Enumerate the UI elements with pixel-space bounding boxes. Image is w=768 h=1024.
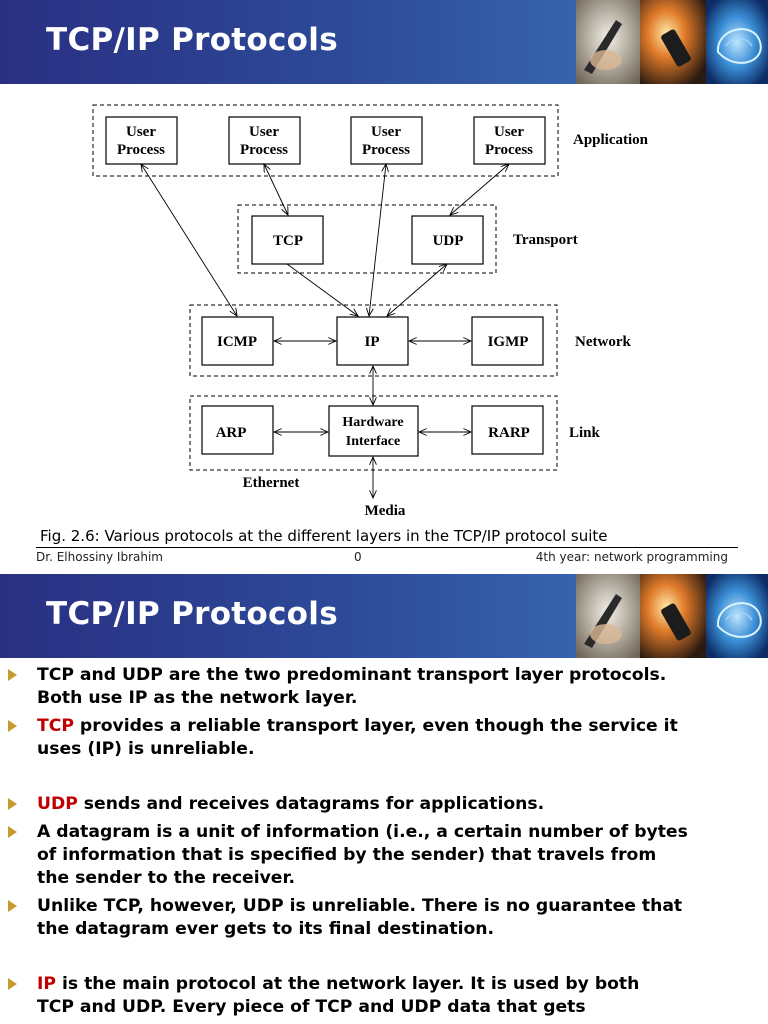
rarp-box	[471, 405, 544, 455]
arp-label: ARP	[216, 425, 247, 441]
phone-icon	[661, 29, 691, 67]
tcp-label: TCP	[273, 233, 303, 249]
layer-label-transport: Transport	[513, 232, 578, 248]
user-process-box-3	[350, 116, 423, 165]
igmp-label: IGMP	[488, 334, 529, 350]
bullet-line: A datagram is a unit of information (i.e…	[37, 822, 688, 842]
ip-label: IP	[365, 334, 380, 350]
banner-collage-image	[576, 0, 768, 84]
slide-2: TCP/IP Protocols TCP and UDP are the two…	[0, 574, 768, 1024]
bullet-arrow-icon	[8, 900, 17, 912]
bullet-line: the sender to the receiver.	[37, 868, 296, 888]
bullet-line: TCP and UDP. Every piece of TCP and UDP …	[37, 997, 586, 1017]
brain-icon	[716, 28, 762, 64]
udp-box	[411, 215, 484, 265]
user-process-2-line-1: User	[249, 124, 279, 140]
user-process-1-line-1: User	[126, 124, 156, 140]
arrow-process4-udp	[450, 164, 509, 215]
arrow-tcp-ip	[286, 263, 358, 316]
footer-author: Dr. Elhossiny Ibrahim	[36, 550, 163, 564]
keyword-tcp: TCP	[37, 716, 74, 736]
ethernet-label: Ethernet	[243, 475, 300, 491]
brain-icon	[716, 602, 762, 638]
hardware-label: Hardware	[342, 415, 403, 430]
bullet-arrow-icon	[8, 669, 17, 681]
title-banner: TCP/IP Protocols	[0, 574, 768, 658]
bullet-line: uses (IP) is unreliable.	[37, 739, 255, 759]
bullet-line: provides a reliable transport layer, eve…	[73, 716, 678, 736]
arrow-process3-ip	[369, 164, 386, 316]
icmp-box	[201, 316, 274, 366]
bullet-line: Unlike TCP, however, UDP is unreliable. …	[37, 896, 683, 916]
protocol-stack-diagram: User Process User Process User Process U…	[92, 104, 649, 519]
phone-icon	[661, 603, 691, 641]
bullet-arrow-icon	[8, 798, 17, 810]
banner-collage-image	[576, 574, 768, 658]
bullet-item: A datagram is a unit of information (i.e…	[0, 821, 768, 890]
user-process-4-line-1: User	[494, 124, 524, 140]
media-label: Media	[365, 503, 406, 519]
bullet-item: Unlike TCP, however, UDP is unreliable. …	[0, 895, 768, 941]
footer-divider	[36, 547, 738, 548]
interface-label: Interface	[346, 434, 400, 449]
arrow-process1-icmp	[141, 164, 237, 316]
title-banner: TCP/IP Protocols	[0, 0, 768, 84]
igmp-box	[471, 316, 544, 366]
user-process-2-line-2: Process	[240, 142, 288, 158]
bullet-arrow-icon	[8, 826, 17, 838]
tcp-box	[251, 215, 324, 265]
user-process-3-line-2: Process	[362, 142, 410, 158]
bullet-item: UDP sends and receives datagrams for app…	[0, 793, 768, 816]
collage-brain-panel	[706, 574, 768, 658]
slide-title: TCP/IP Protocols	[46, 22, 338, 58]
slide-1: TCP/IP Protocols	[0, 0, 768, 564]
arp-box	[201, 405, 274, 455]
layer-label-link: Link	[569, 425, 601, 441]
icmp-label: ICMP	[217, 334, 257, 350]
hardware-interface-box	[328, 405, 419, 457]
bullet-item: IP is the main protocol at the network l…	[0, 973, 768, 1019]
user-process-3-line-1: User	[371, 124, 401, 140]
keyword-udp: UDP	[37, 794, 78, 814]
bullet-item: TCP provides a reliable transport layer,…	[0, 715, 768, 761]
arrow-process2-tcp	[264, 164, 288, 215]
slide-title: TCP/IP Protocols	[46, 596, 338, 632]
udp-label: UDP	[433, 233, 464, 249]
bullet-line: the datagram ever gets to its final dest…	[37, 919, 495, 939]
user-process-1-line-2: Process	[117, 142, 165, 158]
bullet-list: TCP and UDP are the two predominant tran…	[0, 664, 768, 1019]
user-process-4-line-2: Process	[485, 142, 533, 158]
footer-page-number: 0	[354, 550, 362, 564]
bullet-arrow-icon	[8, 720, 17, 732]
user-process-box-4	[473, 116, 546, 165]
bullet-item: TCP and UDP are the two predominant tran…	[0, 664, 768, 710]
application-layer-group	[92, 104, 559, 177]
layer-label-application: Application	[573, 132, 649, 148]
rarp-label: RARP	[488, 425, 530, 441]
bullet-line: Both use IP as the network layer.	[37, 688, 358, 708]
arrow-udp-ip	[387, 264, 447, 316]
collage-brain-panel	[706, 0, 768, 84]
layer-label-network: Network	[575, 334, 631, 350]
footer-course: 4th year: network programming	[535, 550, 728, 564]
bullet-line: sends and receives datagrams for applica…	[77, 794, 545, 814]
bullet-line: is the main protocol at the network laye…	[56, 974, 640, 994]
keyword-ip: IP	[37, 974, 56, 994]
user-process-box-2	[228, 116, 301, 165]
figure-caption: Fig. 2.6: Various protocols at the diffe…	[40, 527, 608, 545]
bullet-arrow-icon	[8, 978, 17, 990]
bullet-line: of information that is specified by the …	[37, 845, 657, 865]
user-process-box-1	[105, 116, 178, 165]
bullet-line: TCP and UDP are the two predominant tran…	[37, 665, 667, 685]
